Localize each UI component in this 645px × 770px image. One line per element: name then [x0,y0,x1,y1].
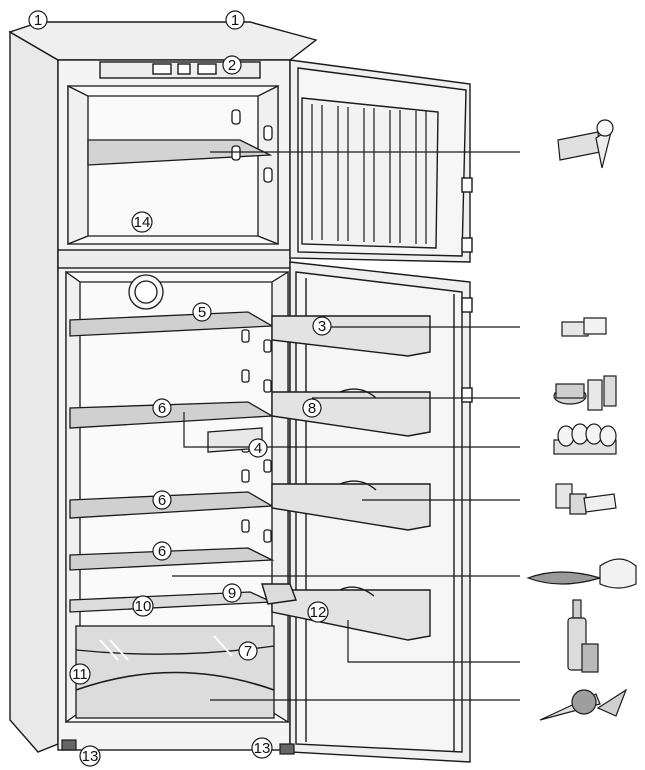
callout-7: 7 [238,641,258,661]
svg-text:6: 6 [158,492,166,509]
callouts: 1 1 2 3 4 5 6 6 6 7 8 9 10 11 12 13 13 1… [28,10,332,767]
leader-lines [172,151,520,701]
svg-text:4: 4 [254,440,262,457]
frozen-food-and-ice-cream-icon [557,119,614,169]
svg-text:5: 5 [198,304,206,321]
callout-5: 5 [192,302,212,322]
callout-6c: 6 [152,541,172,561]
callout-13a: 13 [79,745,101,767]
dairy-and-jars-icon [553,375,617,411]
svg-text:8: 8 [308,400,316,417]
freezer-door [289,59,473,263]
svg-text:12: 12 [310,604,327,621]
eggs-icon [553,423,617,455]
tins-and-tubes-icon [555,483,617,515]
door-balcony-butter [271,483,431,531]
callout-14: 14 [131,211,153,233]
callout-6a: 6 [152,398,172,418]
butter-and-cheese-icon [561,317,607,337]
svg-text:13: 13 [82,748,99,765]
callout-1b: 1 [225,10,245,30]
svg-text:6: 6 [158,400,166,417]
fridge-door [261,261,473,763]
svg-text:1: 1 [34,12,42,29]
svg-text:14: 14 [134,214,151,231]
svg-text:1: 1 [231,12,239,29]
svg-text:10: 10 [135,598,152,615]
callout-11: 11 [69,663,91,685]
door-balcony-3 [271,315,431,357]
door-balcony-12 [271,589,431,641]
callout-6b: 6 [152,490,172,510]
adjustable-feet [61,739,295,755]
callout-8: 8 [302,398,322,418]
callout-3: 3 [312,316,332,336]
bottles-icon [567,599,599,673]
freezer-compartment [67,84,279,245]
fish-and-meat-icon [526,558,637,589]
vegetables-icon [539,688,628,721]
svg-text:6: 6 [158,543,166,560]
callout-1a: 1 [28,10,48,30]
callout-10: 10 [132,595,154,617]
svg-text:2: 2 [228,57,236,74]
freezer-shelf [87,139,273,166]
svg-text:3: 3 [318,318,326,335]
fridge-shelf-6c [69,547,275,571]
svg-text:13: 13 [254,740,271,757]
callout-2: 2 [222,55,242,75]
callout-13b: 13 [251,737,273,759]
callout-12: 12 [307,601,329,623]
callout-9: 9 [222,583,242,603]
svg-text:9: 9 [228,585,236,602]
svg-text:11: 11 [72,666,88,683]
callout-4: 4 [248,438,268,458]
svg-text:7: 7 [244,643,252,660]
